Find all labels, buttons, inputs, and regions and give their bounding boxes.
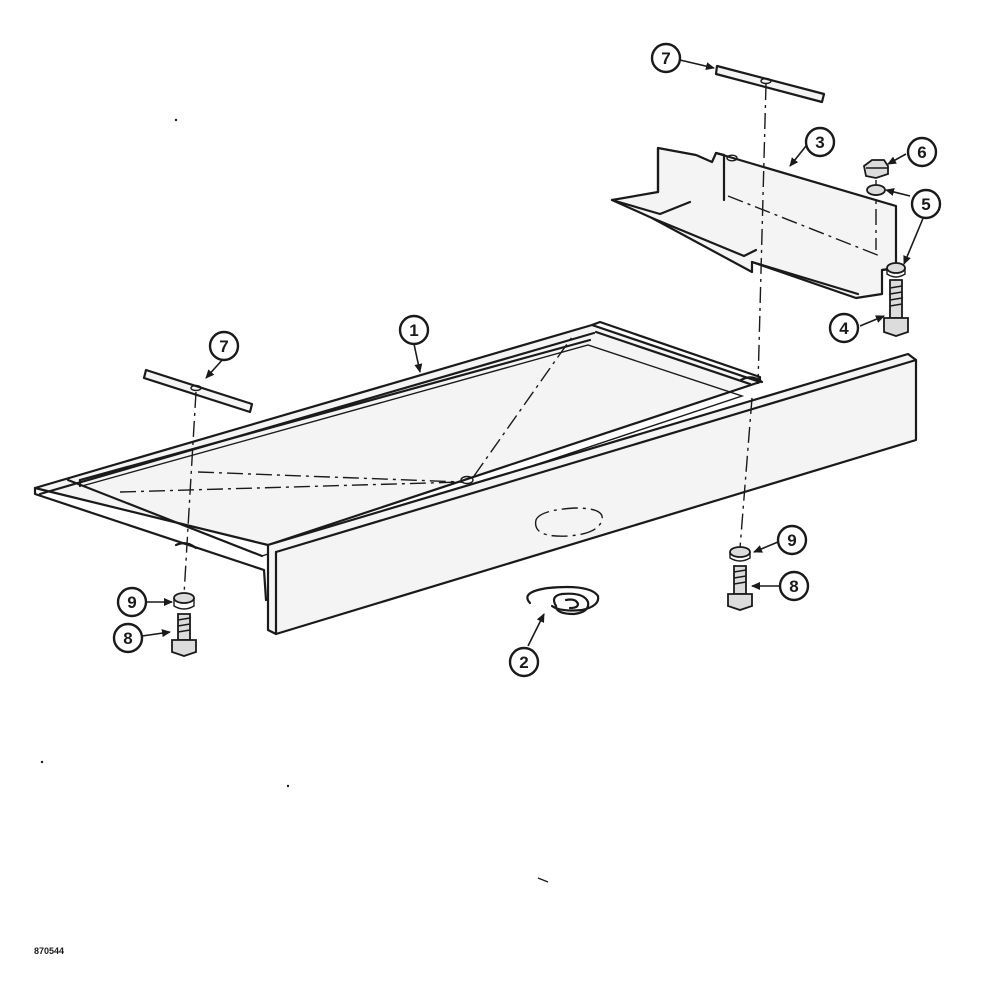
callout-7-left: 7 [208,330,240,362]
figure-code: 870544 [34,946,65,956]
right-slot-tab [739,376,764,384]
svg-text:5: 5 [921,195,930,214]
alignment-line-right-bottom [739,397,753,549]
svg-text:7: 7 [661,49,670,68]
callout-8-left: 8 [112,622,144,654]
bracket-body [610,146,898,300]
washer-part-5-top [866,184,886,196]
callout-6: 6 [906,136,938,168]
bolt-part-8-left [171,613,197,657]
callout-4: 4 [828,312,860,344]
washer-part-5-bottom [886,262,906,278]
tray-assembly [33,320,918,636]
svg-text:7: 7 [219,337,228,356]
washer-part-9-left [173,592,195,610]
alignment-line-right-top [757,83,767,385]
svg-text:8: 8 [789,577,798,596]
callout-9-right: 9 [776,524,808,556]
tray-left-rail [33,486,268,602]
callout-5: 5 [910,188,942,220]
svg-text:9: 9 [127,593,136,612]
bracket-hole [726,154,738,162]
svg-text:2: 2 [519,653,528,672]
floor-hole [460,475,474,485]
callout-2: 2 [508,646,540,678]
bracket-part-3 [610,146,898,300]
alignment-line-left [183,391,197,596]
callout-8-right: 8 [778,570,810,602]
svg-text:1: 1 [409,321,418,340]
svg-text:3: 3 [815,133,824,152]
clip-part-2 [526,585,600,616]
svg-text:9: 9 [787,531,796,550]
shim-left [142,368,254,414]
nut-part-6 [863,159,889,179]
callout-7-top: 7 [650,42,682,74]
washer-part-9-right [729,546,751,562]
callout-3: 3 [804,126,836,158]
callout-1: 1 [398,314,430,346]
svg-text:8: 8 [123,629,132,648]
tray-front-panel [266,352,918,636]
tray-rear-lip [38,331,596,496]
bolt-part-8-right [727,565,753,611]
left-slot-tab [174,541,198,550]
svg-text:4: 4 [839,319,849,338]
bolt-part-4 [883,279,909,337]
shim-top-right [714,64,826,104]
callout-9-left: 9 [116,586,148,618]
svg-text:6: 6 [917,143,926,162]
